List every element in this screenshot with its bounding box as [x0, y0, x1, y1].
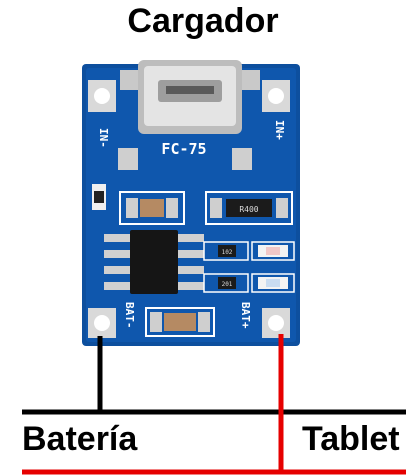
resistor-102-label: 102	[222, 249, 233, 256]
mounting-pad-top-right	[262, 80, 290, 112]
charger-ic-chip	[104, 230, 204, 294]
diagram-title: Cargador	[127, 2, 279, 40]
module-name-label: FC-75	[161, 140, 206, 158]
battery-label: Batería	[22, 420, 138, 458]
bat-plus-pad	[262, 308, 290, 338]
wiring	[22, 334, 406, 475]
current-sense-resistor: R400	[205, 191, 293, 225]
pin-in-minus-label: IN-	[97, 128, 110, 148]
usb-pad-right	[232, 148, 252, 170]
micro-usb-connector	[120, 60, 260, 134]
usb-pad-left	[118, 148, 138, 170]
capacitor-top-left	[119, 191, 185, 225]
resistor-201: 201	[203, 273, 249, 293]
led-full	[251, 273, 295, 293]
tablet-label: Tablet	[302, 420, 400, 458]
led-charging	[251, 241, 295, 261]
pin-in-plus-label: IN+	[273, 120, 286, 140]
bat-minus-pad	[88, 308, 116, 338]
charger-board: FC-75 IN- IN+ BAT- BAT+ R400	[82, 60, 300, 346]
resistor-102: 102	[203, 241, 249, 261]
mounting-pad-top-left	[88, 80, 116, 112]
resistor-code-label: R400	[239, 205, 258, 214]
pin-bat-plus-label: BAT+	[239, 302, 252, 329]
pin-bat-minus-label: BAT-	[123, 302, 136, 329]
small-resistor-component	[92, 184, 106, 210]
capacitor-bottom	[145, 307, 215, 337]
resistor-201-label: 201	[222, 281, 233, 288]
